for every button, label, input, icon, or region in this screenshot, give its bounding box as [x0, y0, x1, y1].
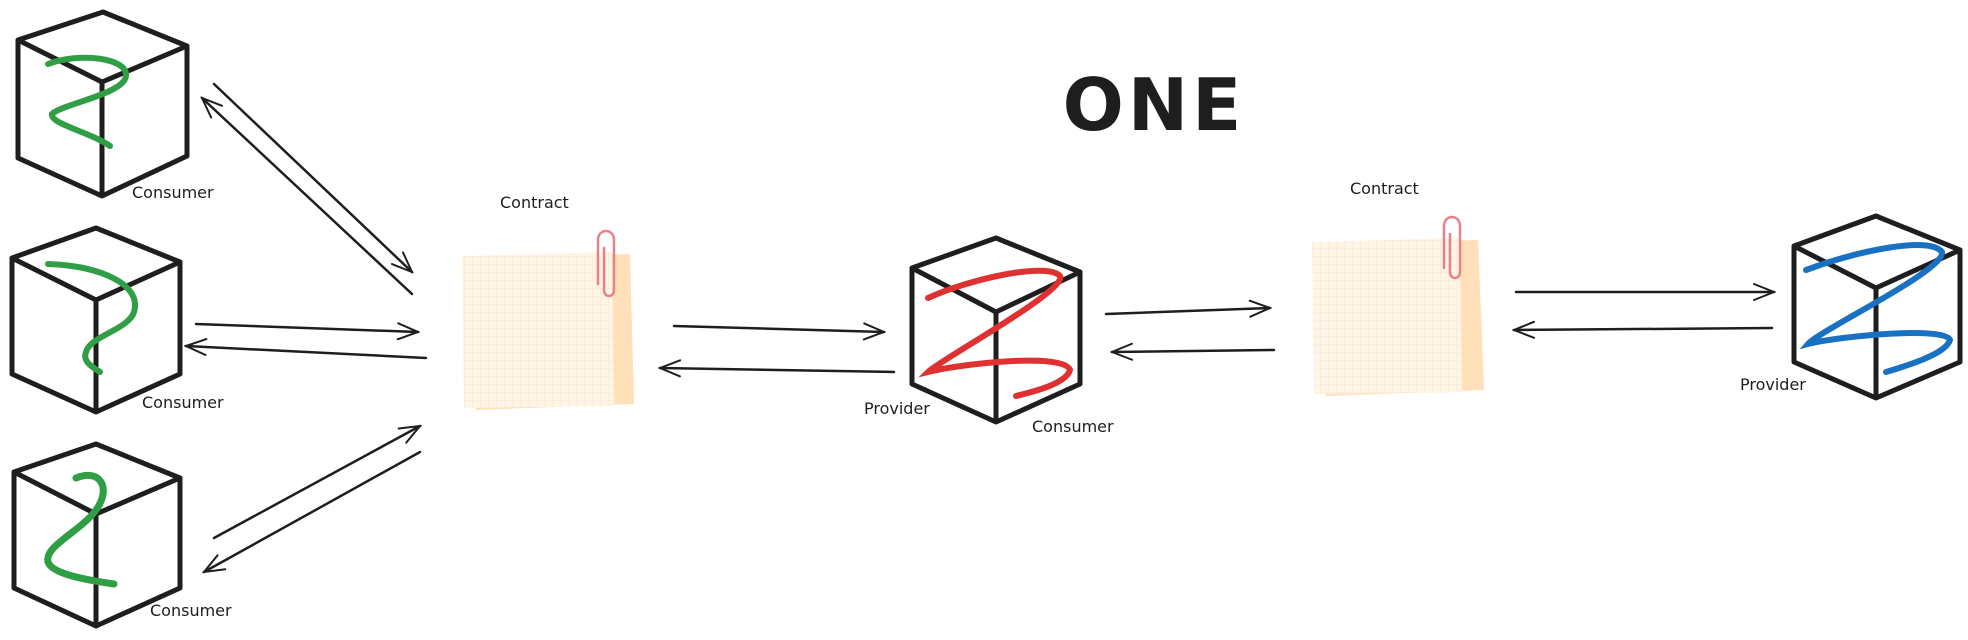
consumer-cube-1 [15, 9, 190, 199]
z-scribble-center [918, 267, 1074, 399]
label-provider-center: Provider [864, 399, 930, 418]
arrow-contract-to-consumer1 [202, 98, 414, 296]
label-consumer-3: Consumer [150, 601, 232, 620]
label-consumer-1: Consumer [132, 183, 214, 202]
arrow-consumer3-to-contract [212, 426, 420, 540]
arrow-provider-right-to-contract2 [1514, 328, 1774, 330]
arrow-consumer2-to-contract [194, 324, 418, 332]
label-provider-right: Provider [1740, 375, 1806, 394]
question-scribble-1 [45, 54, 129, 149]
arrow-provider-center-to-contract [660, 368, 896, 372]
contract-note-2 [1312, 238, 1484, 396]
diagram-title: ONE [1063, 63, 1246, 147]
paperclip-icon-2 [1442, 215, 1462, 280]
arrow-contract-to-consumer3 [204, 450, 422, 572]
arrow-contract-to-consumer2 [186, 346, 428, 360]
label-contract-2: Contract [1350, 179, 1419, 198]
arrow-consumer1-to-contract [212, 82, 412, 272]
contract-note-1 [462, 252, 634, 410]
z-scribble-right [1799, 242, 1954, 375]
label-consumer-2: Consumer [142, 393, 224, 412]
label-consumer-center: Consumer [1032, 417, 1114, 436]
consumer-cube-3 [11, 441, 183, 629]
arrow-contract2-to-consumer-center [1112, 350, 1276, 352]
consumer-cube-2 [9, 225, 183, 415]
provider-cube-right [1791, 213, 1963, 401]
question-scribble-2 [45, 261, 139, 375]
paperclip-icon-1 [596, 229, 616, 298]
question-scribble-3 [44, 471, 118, 588]
arrow-consumer-center-to-contract2 [1104, 308, 1270, 314]
arrows [186, 82, 1774, 572]
arrow-contract-to-provider-center [672, 326, 884, 332]
label-contract-1: Contract [500, 193, 569, 212]
